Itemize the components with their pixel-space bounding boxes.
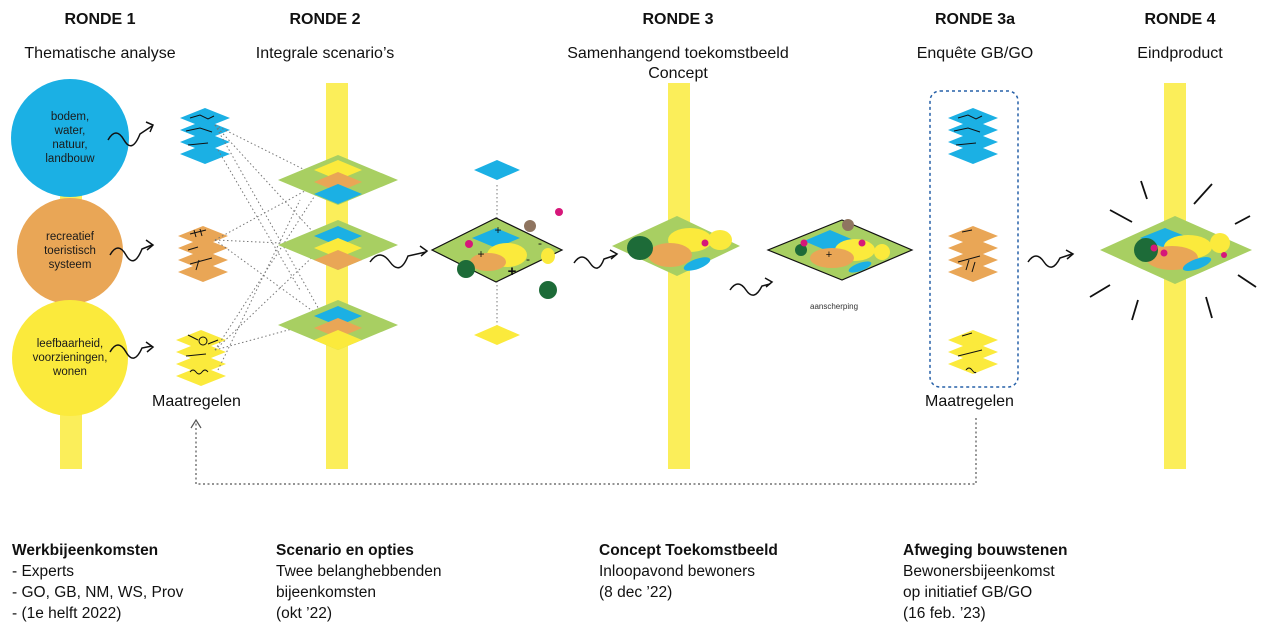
bottom-block-ronde-1: Werkbijeenkomsten - Experts - GO, GB, NM… (12, 540, 183, 624)
theme-recreation-line-3: systeem (48, 259, 92, 271)
ronde-3a-title: Enquête GB/GO (916, 45, 1034, 62)
squiggle-arrow-5 (573, 254, 617, 269)
squiggle-arrow-6 (729, 283, 771, 296)
bottom-block-3-line-1: Inloopavond bewoners (599, 563, 755, 580)
theme-livability-line-2: voorzieningen, (32, 352, 108, 364)
bottom-block-ronde-2: Scenario en opties Twee belanghebbenden … (276, 540, 441, 624)
bottom-block-1-line-2: - GO, GB, NM, WS, Prov (12, 584, 184, 601)
svg-text:-: - (538, 236, 542, 250)
ronde-2-header: RONDE 2 Integrale scenario’s (225, 10, 425, 64)
ronde-1-number: RONDE 1 (64, 11, 136, 28)
theme-water-line-1: bodem, (50, 111, 90, 123)
layer-stack-recreation-2 (948, 226, 998, 282)
squiggle-arrow-1 (107, 125, 153, 147)
ronde-4-header: RONDE 4 Eindproduct (1090, 10, 1270, 64)
aanscherping-label: aanscherping (810, 302, 859, 311)
theme-recreation-line-1: recreatief (46, 231, 94, 243)
layer-stack-recreation (178, 226, 228, 282)
theme-water-line-4: landbouw (45, 153, 95, 165)
final-product (1100, 216, 1252, 284)
maatregelen-box (929, 90, 1019, 388)
svg-text:+: + (508, 263, 517, 280)
ronde-4-number: RONDE 4 (1144, 11, 1216, 28)
svg-text:+: + (494, 223, 501, 237)
ronde-3a-number: RONDE 3a (934, 11, 1016, 28)
feedback-connector (195, 418, 977, 485)
bottom-block-ronde-3a: Afweging bouwstenen Bewonersbijeenkomst … (903, 540, 1067, 624)
scenario-2 (278, 220, 398, 270)
squiggle-arrow-5-head (609, 249, 619, 260)
bottom-block-1-line-1: - Experts (12, 563, 75, 580)
bottom-block-3-line-2: (8 dec ’22) (599, 584, 673, 601)
ronde-3-header: RONDE 3 Samenhangend toekomstbeeld Conce… (540, 10, 816, 84)
theme-circle-recreation (17, 198, 123, 304)
ronde-3-number: RONDE 3 (642, 11, 714, 28)
squiggle-arrow-7-head (1065, 249, 1075, 260)
ronde-3-title: Samenhangend toekomstbeeld (567, 45, 789, 62)
svg-text:+: + (477, 247, 484, 261)
bottom-block-1-heading: Werkbijeenkomsten (12, 542, 159, 559)
theme-label-recreation: recreatief toeristisch systeem (20, 230, 120, 272)
bottom-block-3-heading: Concept Toekomstbeeld (599, 542, 778, 559)
svg-text:+: + (826, 249, 832, 261)
concept-exploded: + + + - - (430, 160, 564, 345)
ronde-1-header: RONDE 1 Thematische analyse (0, 10, 200, 64)
bottom-block-2-line-2: bijeenkomsten (276, 584, 376, 601)
squiggle-arrow-3-head (145, 341, 155, 353)
squiggle-arrow-2 (109, 244, 153, 262)
theme-water-line-3: natuur, (52, 139, 88, 151)
bottom-block-ronde-3: Concept Toekomstbeeld Inloopavond bewone… (599, 540, 778, 603)
bottom-block-2-line-3: (okt ’22) (276, 605, 332, 622)
squiggle-arrow-4 (369, 251, 427, 269)
theme-arrows (107, 121, 155, 359)
theme-circles (11, 79, 129, 416)
squiggle-arrow-1-head (145, 121, 154, 133)
theme-label-water: bodem, water, natuur, landbouw (20, 110, 120, 166)
theme-recreation-line-2: toeristisch (44, 245, 96, 257)
bottom-block-1-line-3: - (1e helft 2022) (12, 605, 122, 622)
layer-stack-livability-2 (948, 330, 998, 374)
theme-water-line-2: water, (54, 125, 86, 137)
feedback-arrowhead (190, 418, 202, 429)
theme-circle-livability (12, 300, 128, 416)
layer-stack-water (180, 108, 230, 164)
ronde-1-title: Thematische analyse (24, 45, 176, 62)
squiggle-arrow-4-head (419, 245, 429, 257)
ronde-2-number: RONDE 2 (289, 11, 361, 28)
theme-livability-line-1: leefbaarheid, (36, 338, 104, 350)
bottom-block-2-heading: Scenario en opties (276, 542, 414, 559)
layer-stack-water-2 (948, 108, 998, 164)
maatregelen-label-right: Maatregelen (925, 393, 1014, 410)
ronde-4-title: Eindproduct (1137, 45, 1223, 62)
ronde-2-bar (326, 83, 348, 469)
sharpened-concept: + (766, 219, 914, 281)
svg-text:-: - (526, 252, 530, 266)
squiggle-arrow-2-head (145, 239, 155, 251)
scenario-3 (278, 300, 398, 350)
ronde-2-title: Integrale scenario’s (255, 45, 395, 62)
theme-label-livability: leefbaarheid, voorzieningen, wonen (20, 337, 120, 379)
ronde-3-subtitle: Concept (648, 65, 708, 82)
squiggle-arrow-7 (1027, 253, 1073, 268)
scenario-1 (278, 155, 398, 205)
radiating-lines (1089, 180, 1257, 321)
squiggle-arrow-6-head (764, 277, 774, 288)
theme-circle-water (11, 79, 129, 197)
bottom-block-4-line-3: (16 feb. ’23) (903, 605, 986, 622)
concept-map (612, 216, 740, 276)
bottom-block-4-line-1: Bewonersbijeenkomst (903, 563, 1055, 580)
theme-livability-line-3: wonen (53, 366, 87, 378)
squiggle-arrow-3 (109, 344, 153, 359)
ronde-3a-header: RONDE 3a Enquête GB/GO (880, 10, 1070, 64)
layer-stack-livability (176, 330, 226, 386)
bottom-block-2-line-1: Twee belanghebbenden (276, 563, 442, 580)
bottom-block-4-heading: Afweging bouwstenen (903, 542, 1068, 559)
ronde-3-bar (668, 83, 690, 469)
maatregelen-label-left: Maatregelen (152, 393, 241, 410)
bottom-block-4-line-2: op initiatief GB/GO (903, 584, 1033, 601)
